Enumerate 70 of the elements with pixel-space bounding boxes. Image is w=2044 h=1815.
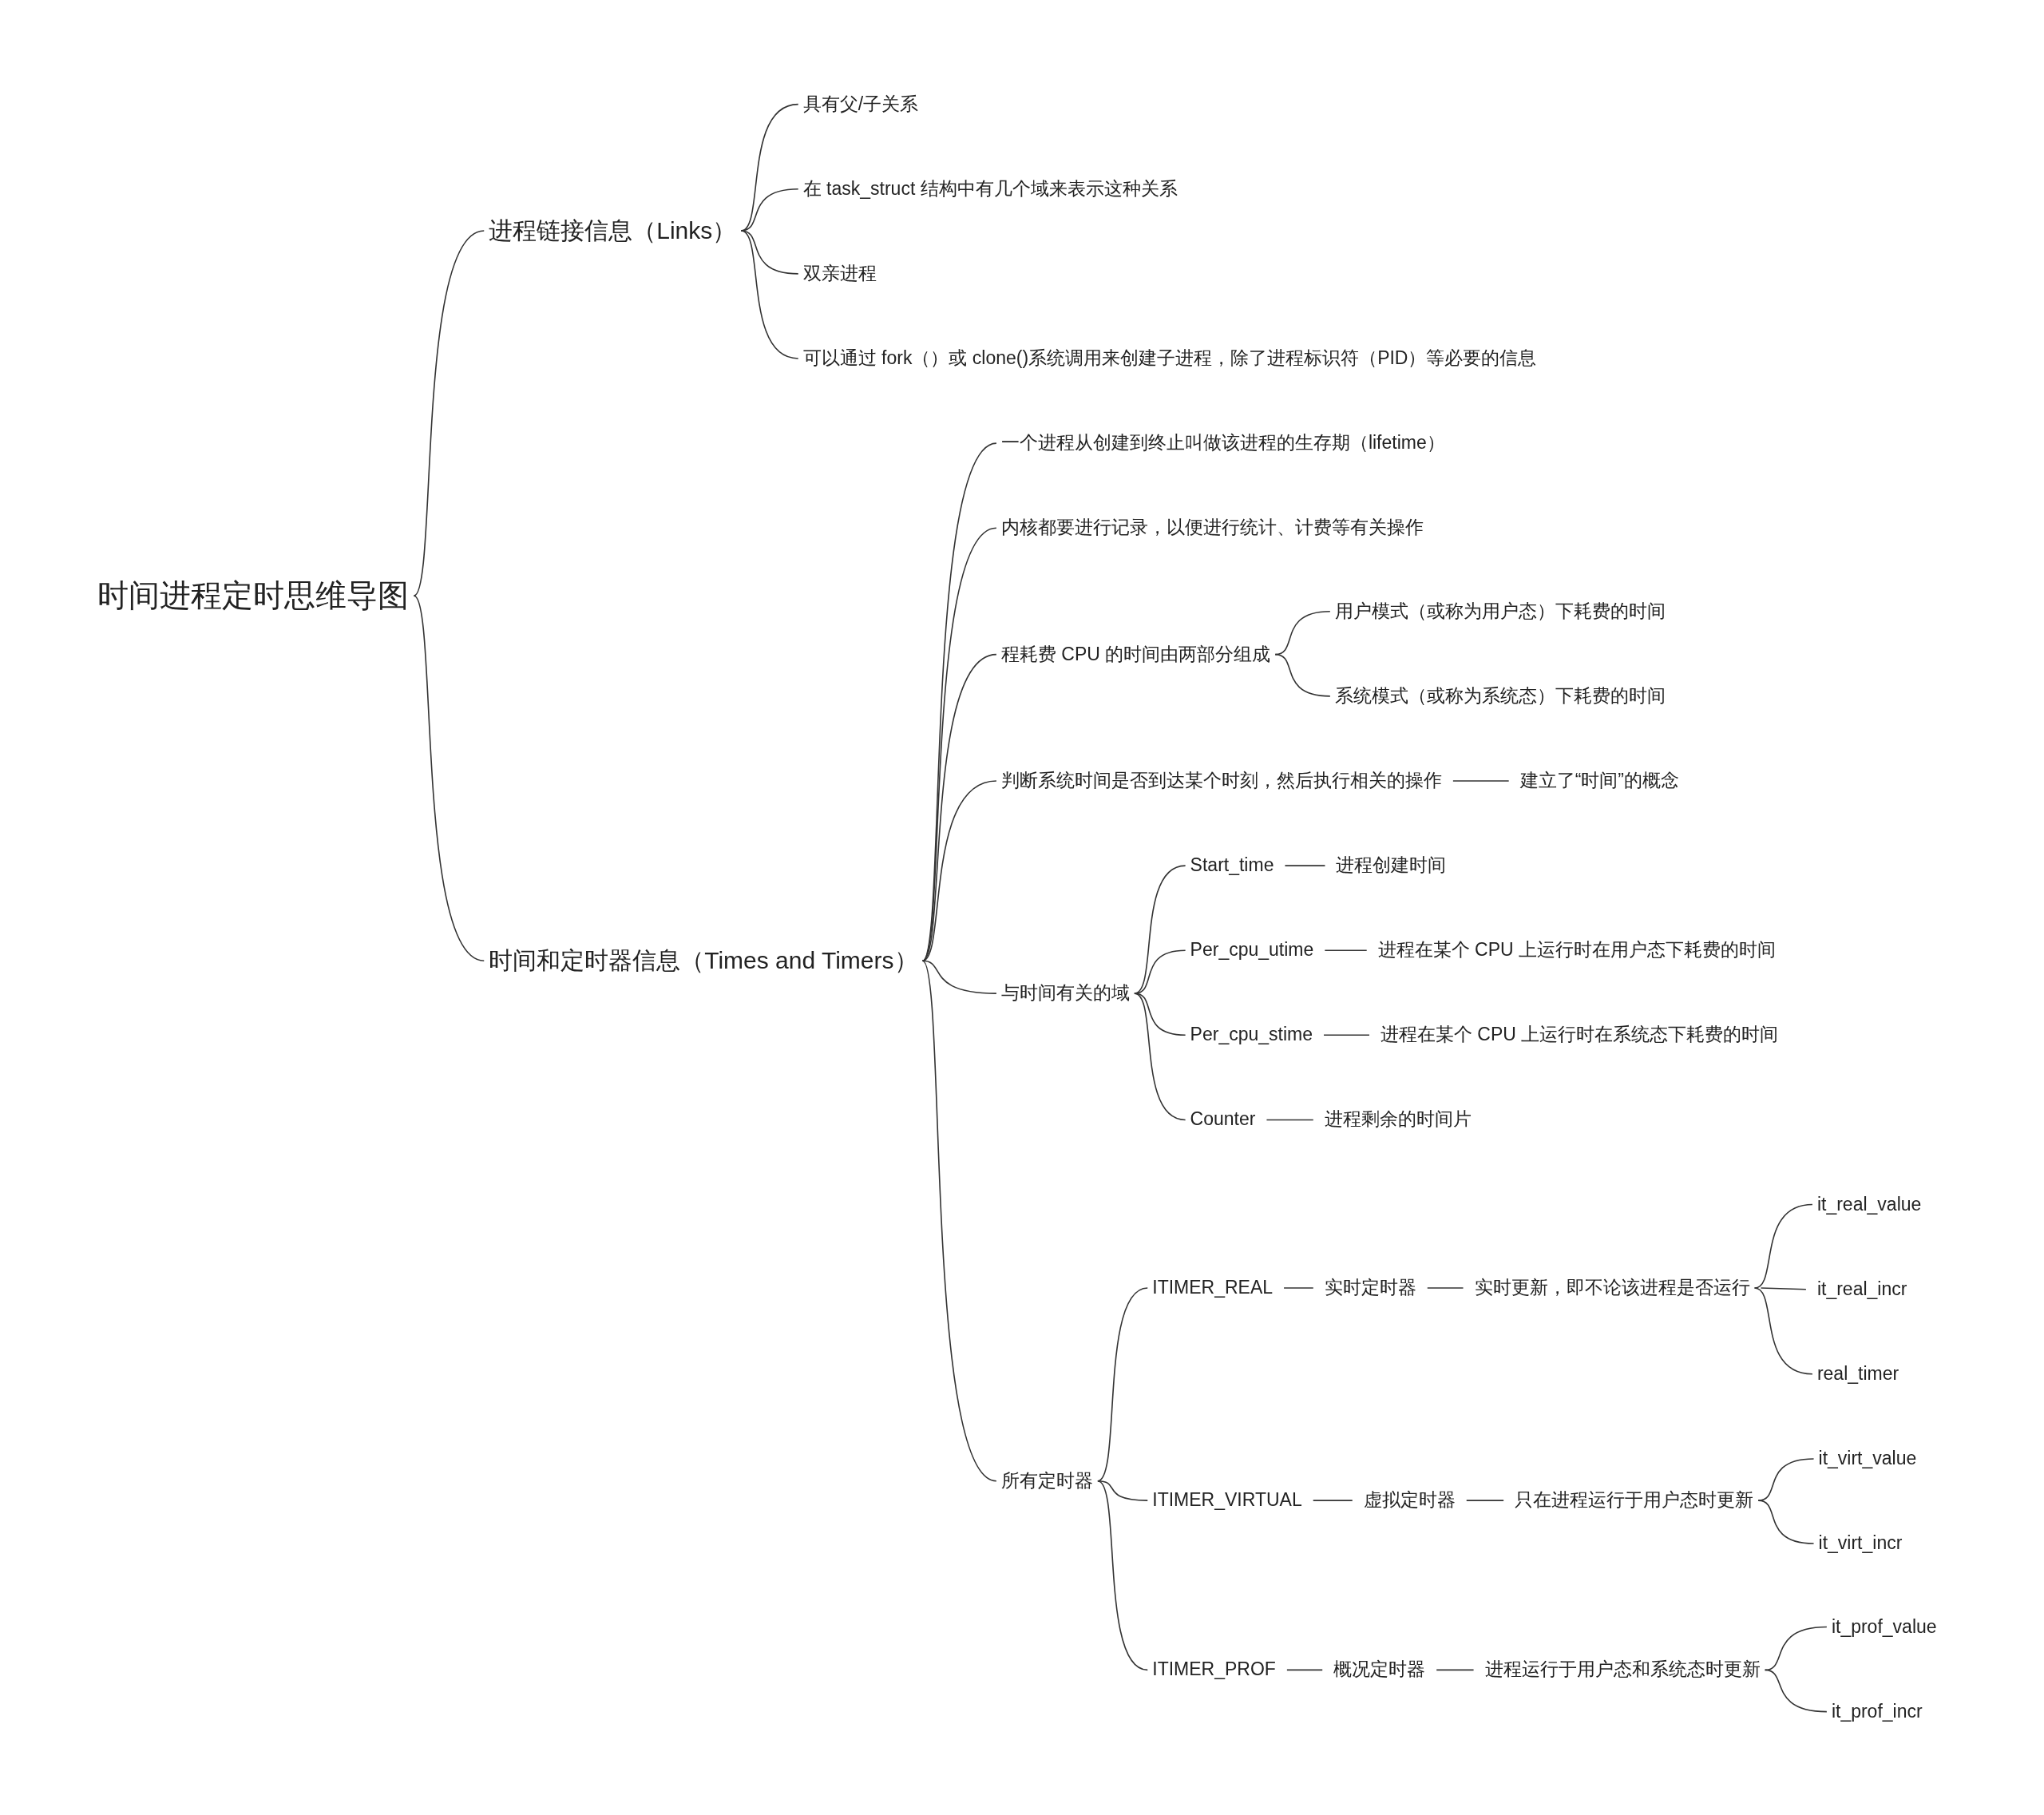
connector-line bbox=[1286, 1669, 1323, 1671]
subtopic: 用户模式（或称为用户态）下耗费的时间 bbox=[1331, 598, 1669, 624]
subtopic: 虚拟定时器 bbox=[1360, 1488, 1459, 1513]
subtopic: Per_cpu_stime bbox=[1186, 1022, 1317, 1048]
connector-line bbox=[1760, 1287, 1807, 1290]
subtopic: real_timer bbox=[1813, 1361, 1903, 1387]
connector-line bbox=[921, 960, 997, 1482]
subtopic: 进程创建时间 bbox=[1333, 853, 1450, 878]
subtopic: ITIMER_PROF bbox=[1149, 1657, 1279, 1683]
subtopic: 程耗费 CPU 的时间由两部分组成 bbox=[997, 641, 1274, 668]
subtopic: 判断系统时间是否到达某个时刻，然后执行相关的操作 bbox=[997, 768, 1445, 794]
subtopic: 只在进程运行于用户态时更新 bbox=[1511, 1488, 1757, 1513]
subtopic: 与时间有关的域 bbox=[997, 981, 1133, 1006]
subtopic: it_real_value bbox=[1813, 1191, 1925, 1218]
subtopic: 进程剩余的时间片 bbox=[1321, 1107, 1475, 1133]
subtopic: Start_time bbox=[1186, 853, 1278, 878]
connector-line bbox=[1436, 1669, 1475, 1671]
connector-line bbox=[1134, 993, 1186, 1121]
subtopic: 内核都要进行记录，以便进行统计、计费等有关操作 bbox=[997, 515, 1427, 541]
root-topic: 时间进程定时思维导图 bbox=[94, 575, 413, 616]
subtopic: 在 task_struct 结构中有几个域来表示这种关系 bbox=[799, 176, 1181, 202]
connector-line bbox=[1312, 1500, 1353, 1501]
subtopic: 概况定时器 bbox=[1330, 1657, 1429, 1683]
subtopic: it_real_incr bbox=[1813, 1276, 1911, 1302]
subtopic: 双亲进程 bbox=[799, 261, 880, 287]
connector-line bbox=[1134, 949, 1186, 994]
subtopic: ITIMER_VIRTUAL bbox=[1149, 1488, 1305, 1513]
connector-line bbox=[1764, 1626, 1828, 1671]
connector-line bbox=[921, 527, 997, 962]
connector-line bbox=[1266, 1119, 1314, 1121]
connector-line bbox=[1324, 949, 1368, 951]
main-topic: 时间和定时器信息（Times and Timers） bbox=[485, 945, 921, 977]
connector-line bbox=[1097, 1480, 1149, 1501]
connector-line bbox=[1757, 1458, 1815, 1501]
connector-line bbox=[413, 230, 485, 596]
connector-line bbox=[1452, 780, 1510, 782]
subtopic: 一个进程从创建到终止叫做该进程的生存期（lifetime） bbox=[997, 430, 1448, 456]
connector-line bbox=[1465, 1500, 1504, 1501]
subtopic: 系统模式（或称为系统态）下耗费的时间 bbox=[1331, 684, 1669, 709]
subtopic: it_prof_value bbox=[1828, 1614, 1940, 1640]
connector-line bbox=[1426, 1287, 1464, 1289]
connector-line bbox=[1283, 1287, 1314, 1289]
subtopic: it_virt_incr bbox=[1815, 1531, 1906, 1556]
connector-line bbox=[740, 230, 799, 359]
subtopic: ITIMER_REAL bbox=[1149, 1275, 1277, 1301]
connector-line bbox=[1284, 865, 1326, 866]
connector-line bbox=[921, 780, 997, 962]
connector-line bbox=[1097, 1480, 1149, 1671]
connector-line bbox=[413, 595, 485, 962]
subtopic: 进程运行于用户态和系统态时更新 bbox=[1481, 1657, 1764, 1683]
subtopic: 建立了“时间”的概念 bbox=[1516, 768, 1682, 794]
connector-line bbox=[1753, 1203, 1813, 1289]
subtopic: 具有父/子关系 bbox=[799, 91, 922, 117]
subtopic: 可以通过 fork（）或 clone()系统调用来创建子进程，除了进程标识符（PID）等必要的信息 bbox=[799, 346, 1540, 371]
subtopic: it_virt_value bbox=[1815, 1446, 1920, 1472]
subtopic: Counter bbox=[1186, 1107, 1259, 1133]
connector-line bbox=[1323, 1034, 1370, 1036]
subtopic: 进程在某个 CPU 上运行时在系统态下耗费的时间 bbox=[1377, 1022, 1782, 1048]
connector-line bbox=[1274, 653, 1331, 697]
connector-line bbox=[1757, 1500, 1815, 1544]
main-topic: 进程链接信息（Links） bbox=[485, 214, 740, 247]
connector-line bbox=[1097, 1287, 1149, 1482]
subtopic: 所有定时器 bbox=[997, 1468, 1096, 1494]
subtopic: 实时定时器 bbox=[1321, 1275, 1420, 1301]
connector-line bbox=[1764, 1669, 1828, 1713]
subtopic: 实时更新，即不论该进程是否运行 bbox=[1471, 1275, 1753, 1301]
subtopic: it_prof_incr bbox=[1828, 1698, 1926, 1725]
connector-line bbox=[1753, 1287, 1813, 1375]
subtopic: Per_cpu_utime bbox=[1186, 937, 1317, 963]
subtopic: 进程在某个 CPU 上运行时在用户态下耗费的时间 bbox=[1374, 937, 1780, 963]
